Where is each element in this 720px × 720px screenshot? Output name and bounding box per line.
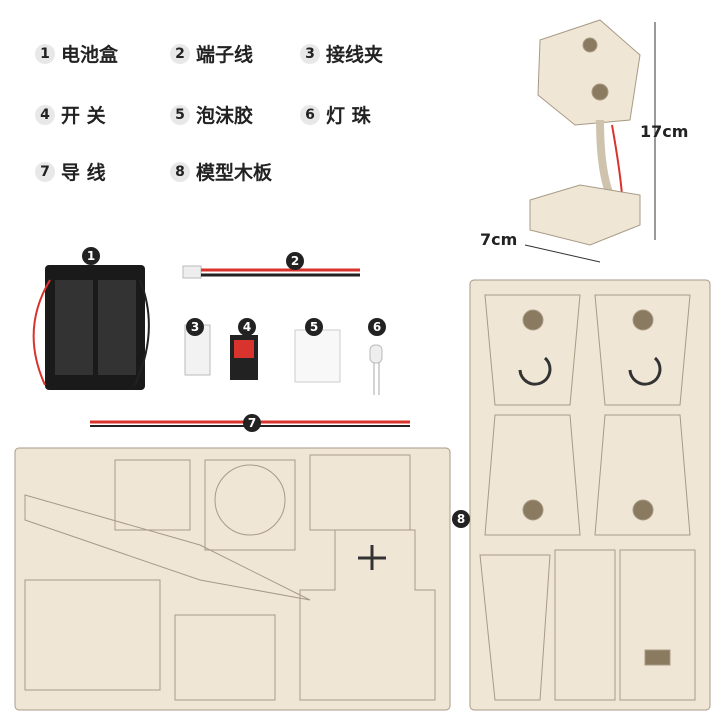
part-name: 开 关	[61, 105, 106, 127]
battery-box	[32, 265, 150, 390]
part-name: 电池盒	[61, 44, 119, 66]
part-label-7: 7 导 线	[35, 158, 106, 185]
badge-3: 3	[186, 318, 204, 336]
part-label-6: 6 灯 珠	[300, 101, 371, 128]
badge-4: 4	[238, 318, 256, 336]
part-number: 8	[170, 161, 190, 182]
part-label-1: 1 电池盒	[35, 40, 118, 67]
badge-6: 6	[368, 318, 386, 336]
part-label-4: 4 开 关	[35, 101, 106, 128]
badge-8: 8	[452, 510, 470, 528]
part-name: 模型木板	[196, 162, 273, 184]
terminal-wire	[182, 265, 360, 279]
wooden-board-right	[469, 279, 711, 711]
wooden-board-left	[14, 447, 451, 711]
width-dimension-line	[524, 244, 601, 263]
led-bead	[369, 344, 383, 395]
part-label-2: 2 端子线	[170, 40, 253, 67]
switch	[230, 335, 258, 380]
badge-1: 1	[82, 247, 100, 265]
part-name: 导 线	[61, 162, 106, 184]
part-number: 7	[35, 161, 55, 182]
part-number: 2	[170, 43, 190, 64]
part-label-3: 3 接线夹	[300, 40, 383, 67]
badge-7: 7	[243, 414, 261, 432]
badge-5: 5	[305, 318, 323, 336]
badge-2: 2	[286, 252, 304, 270]
assembled-lamp	[529, 19, 641, 246]
part-name: 端子线	[196, 44, 254, 66]
part-number: 5	[170, 104, 190, 125]
part-label-5: 5 泡沫胶	[170, 101, 253, 128]
part-number: 6	[300, 104, 320, 125]
part-number: 1	[35, 43, 55, 64]
part-label-8: 8 模型木板	[170, 158, 272, 185]
height-dimension: 17cm	[640, 122, 689, 141]
width-dimension: 7cm	[480, 230, 518, 249]
part-number: 4	[35, 104, 55, 125]
part-name: 接线夹	[326, 44, 384, 66]
part-name: 灯 珠	[326, 105, 371, 127]
foam-tape	[294, 329, 341, 383]
part-number: 3	[300, 43, 320, 64]
part-name: 泡沫胶	[196, 105, 254, 127]
